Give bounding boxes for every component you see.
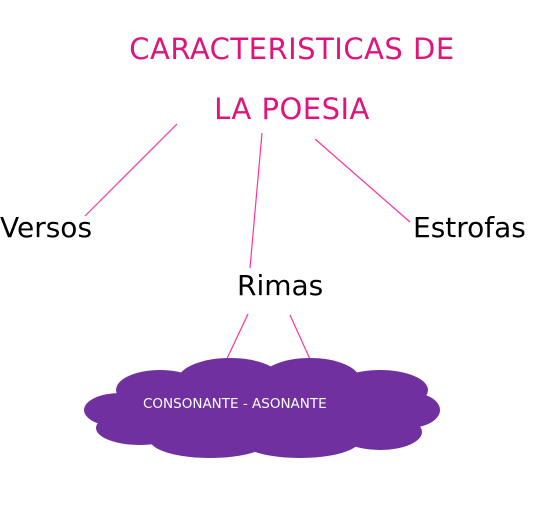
rimas-types-label: CONSONANTE - ASONANTE <box>143 396 327 412</box>
connector-title-rimas <box>249 132 263 269</box>
title-line-1: CARACTERISTICAS DE <box>129 32 455 66</box>
node-versos: Versos <box>0 211 93 244</box>
node-rimas: Rimas <box>237 269 324 302</box>
connector-title-versos <box>84 123 178 217</box>
title-line-2: LA POESIA <box>214 92 370 126</box>
connector-title-estrofas <box>314 138 411 223</box>
node-estrofas: Estrofas <box>413 211 526 244</box>
rimas-types-cloud <box>84 358 440 458</box>
